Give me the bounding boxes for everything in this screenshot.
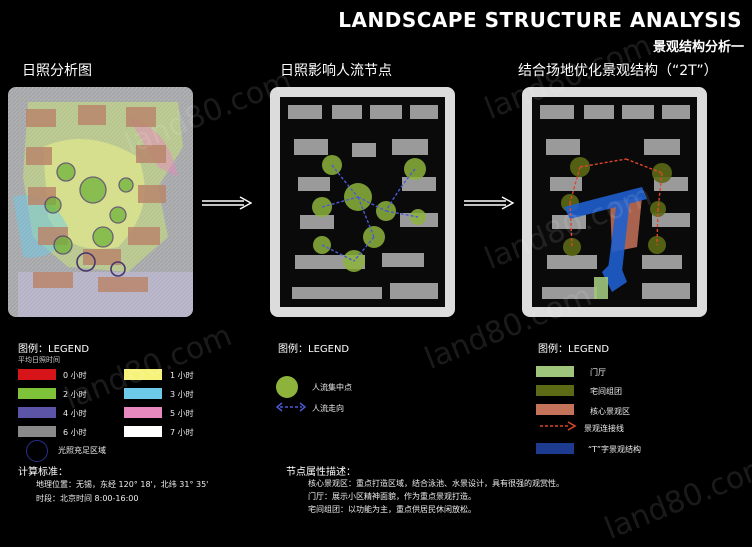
landscape-structure-map <box>522 87 707 317</box>
nodes-core: 核心景观区：重点打造区域，结合泳池、水景设计，具有很强的观赏性。 <box>308 479 564 488</box>
legend-lobby-label: 门厅 <box>590 368 606 377</box>
legend-swatch <box>18 388 56 399</box>
panel-title-landscape: 结合场地优化景观结构（“2T”） <box>518 63 718 79</box>
legend-label: 1 小时 <box>170 371 194 380</box>
nodes-lobby: 门厅：展示小区精神面貌，作为重点景观打造。 <box>308 492 476 501</box>
flow-arrow-icon <box>276 402 306 412</box>
arrow-right-icon <box>464 196 514 210</box>
legend-subtitle: 平均日照时间 <box>18 356 60 364</box>
legend-swatch <box>18 426 56 437</box>
calc-title: 计算标准： <box>18 467 68 478</box>
legend-swatch-lobby <box>536 366 574 377</box>
people-node-icon <box>276 376 298 398</box>
nodes-group: 宅间组团：以功能为主，重点供居民休闲放松。 <box>308 505 476 514</box>
nodes-title: 节点属性描述： <box>286 467 356 478</box>
legend-swatch <box>124 407 162 418</box>
legend-swatch-t-structure <box>536 443 574 454</box>
sunlight-analysis-map <box>8 87 193 317</box>
legend-swatch <box>124 388 162 399</box>
panel-title-sunlight: 日照分析图 <box>22 63 92 79</box>
legend-label: 7 小时 <box>170 428 194 437</box>
legend-people-node-label: 人流集中点 <box>312 383 352 392</box>
legend-core-label: 核心景观区 <box>590 407 630 416</box>
legend-title-sunlight: 图例：LEGEND <box>18 344 90 355</box>
legend-label: 3 小时 <box>170 390 194 399</box>
legend-flow-label: 人流走向 <box>312 404 344 413</box>
legend-title-flow: 图例：LEGEND <box>278 344 350 355</box>
legend-group-label: 宅间组团 <box>590 387 622 396</box>
legend-swatch <box>18 369 56 380</box>
legend-circle-label: 光照充足区域 <box>58 446 106 455</box>
legend-t-structure-label: “T”字景观结构 <box>588 445 641 454</box>
legend-swatch <box>124 369 162 380</box>
page-subtitle: 景观结构分析一 <box>652 40 744 55</box>
arrow-right-icon <box>202 196 252 210</box>
legend-label: 5 小时 <box>170 409 194 418</box>
connection-line-icon <box>540 421 577 431</box>
legend-swatch-core <box>536 404 574 415</box>
legend-connection-label: 景观连接线 <box>584 424 624 433</box>
calc-time: 时段：北京时间 8:00-16:00 <box>36 494 139 503</box>
page-title: LANDSCAPE STRUCTURE ANALYSIS <box>338 8 742 32</box>
people-flow-map <box>270 87 455 317</box>
panel-title-people-flow: 日照影响人流节点 <box>280 63 392 79</box>
watermark: land80.com <box>599 448 752 547</box>
legend-swatch-group <box>536 385 574 396</box>
calc-location: 地理位置：无锡，东经 120° 18'，北纬 31° 35' <box>36 480 209 489</box>
legend-swatch <box>18 407 56 418</box>
legend-label: 4 小时 <box>63 409 87 418</box>
legend-swatch <box>124 426 162 437</box>
watermark: land80.com <box>59 318 237 417</box>
legend-label: 6 小时 <box>63 428 87 437</box>
legend-label: 2 小时 <box>63 390 87 399</box>
circle-icon <box>26 440 48 462</box>
legend-label: 0 小时 <box>63 371 87 380</box>
legend-title-landscape: 图例：LEGEND <box>538 344 610 355</box>
